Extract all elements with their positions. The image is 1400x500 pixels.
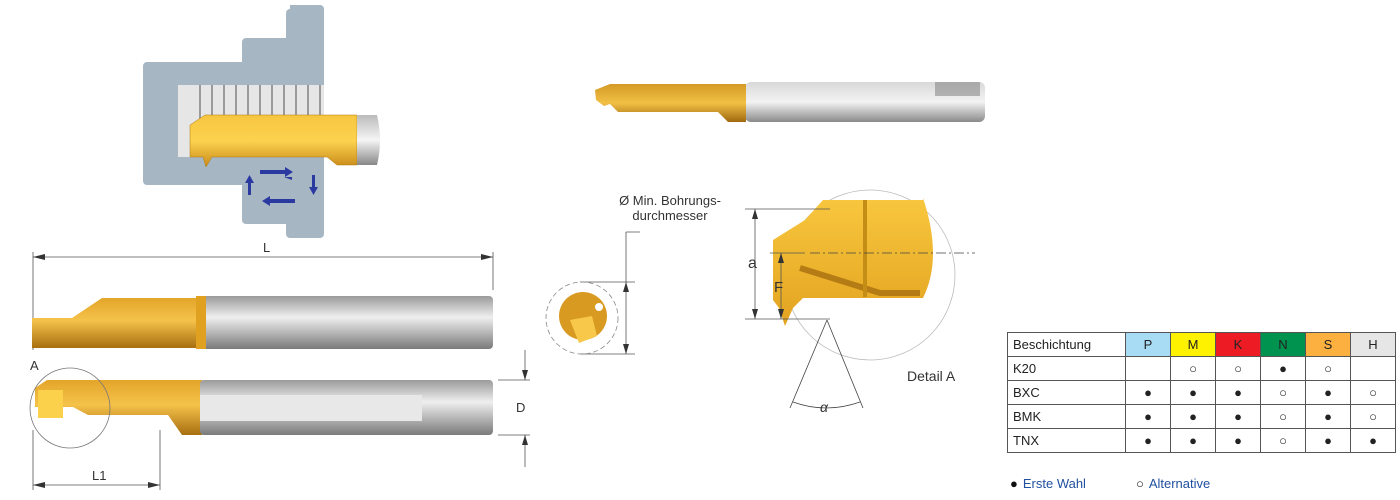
detail-a-drawing: a F α Detail A — [745, 189, 975, 415]
table-legend: ● Erste Wahl ○ Alternative — [1010, 476, 1210, 491]
min-bore-diameter-label: Ø Min. Bohrungs- durchmesser — [600, 193, 740, 223]
cell: ● — [1215, 428, 1261, 453]
dim-D-label: D — [516, 400, 525, 415]
cell: ○ — [1305, 356, 1351, 381]
cell: ● — [1125, 380, 1171, 405]
row-name: K20 — [1007, 356, 1126, 381]
cell: ● — [1125, 404, 1171, 429]
cell: ○ — [1215, 356, 1261, 381]
row-name: BMK — [1007, 404, 1126, 429]
cell: ● — [1125, 428, 1171, 453]
header-material-K: K — [1215, 332, 1261, 357]
table-row: BXC ● ● ● ○ ● ○ — [1007, 380, 1396, 405]
header-material-M: M — [1170, 332, 1216, 357]
cell: ● — [1170, 404, 1216, 429]
dim-F-label: F — [774, 279, 783, 296]
end-view-drawing — [545, 231, 640, 355]
table-row: TNX ● ● ● ○ ● ● — [1007, 428, 1396, 453]
header-material-N: N — [1260, 332, 1306, 357]
cell: ● — [1170, 380, 1216, 405]
table-row: K20 ○ ○ ● ○ — [1007, 356, 1396, 381]
dim-a-label: a — [748, 255, 757, 272]
header-material-P: P — [1125, 332, 1171, 357]
product-photo — [595, 82, 985, 122]
dim-L1-label: L1 — [92, 468, 106, 483]
side-view-drawing: L A D L1 — [29, 240, 530, 490]
min-bore-label-line1: Ø Min. Bohrungs- — [619, 193, 721, 208]
cell: ○ — [1350, 380, 1396, 405]
legend-first-choice: Erste Wahl — [1022, 476, 1086, 491]
legend-alternative: Alternative — [1148, 476, 1211, 491]
cell: ● — [1215, 404, 1261, 429]
cell: ● — [1305, 428, 1351, 453]
table-header-row: Beschichtung P M K N S H — [1007, 332, 1396, 357]
table-row: BMK ● ● ● ○ ● ○ — [1007, 404, 1396, 429]
row-name: BXC — [1007, 380, 1126, 405]
cell: ● — [1305, 404, 1351, 429]
cell — [1350, 356, 1396, 381]
hollow-circle-icon: ○ — [1135, 476, 1144, 491]
row-name: TNX — [1007, 428, 1126, 453]
cell: ○ — [1350, 404, 1396, 429]
assembly-view-drawing — [143, 5, 380, 238]
dim-L-label: L — [263, 240, 270, 255]
cell: ● — [1170, 428, 1216, 453]
detail-a-title: Detail A — [907, 368, 956, 384]
cell: ● — [1260, 356, 1306, 381]
cell: ● — [1215, 380, 1261, 405]
cell — [1125, 356, 1171, 381]
angle-alpha-label: α — [820, 399, 829, 415]
cell: ● — [1350, 428, 1396, 453]
filled-circle-icon: ● — [1010, 476, 1018, 491]
cell: ○ — [1260, 380, 1306, 405]
cell: ● — [1305, 380, 1351, 405]
cell: ○ — [1260, 428, 1306, 453]
cell: ○ — [1260, 404, 1306, 429]
header-material-S: S — [1305, 332, 1351, 357]
cell: ○ — [1170, 356, 1216, 381]
min-bore-label-line2: durchmesser — [632, 208, 708, 223]
coating-table: Beschichtung P M K N S H K20 ○ ○ ● ○ BXC… — [1007, 332, 1396, 453]
header-material-H: H — [1350, 332, 1396, 357]
detail-marker-A: A — [30, 358, 39, 373]
header-coating-label: Beschichtung — [1007, 332, 1126, 357]
